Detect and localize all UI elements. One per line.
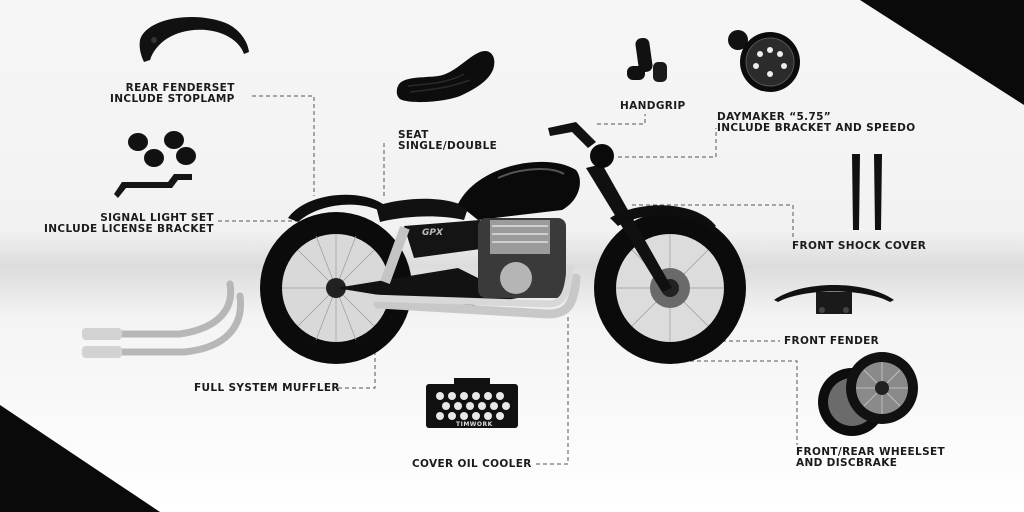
- oil-cooler-label: COVER OIL COOLER: [412, 459, 532, 470]
- daymaker-headlight-image: [728, 30, 800, 92]
- motorcycle-image: [260, 122, 746, 364]
- seat-label-line1: SEAT: [398, 129, 429, 141]
- oil-cooler-cover-image: [426, 378, 518, 428]
- tank-badge: GPX: [422, 228, 443, 238]
- signal-light-label-line1: SIGNAL LIGHT SET: [100, 212, 214, 224]
- seat-label-line2: SINGLE/DOUBLE: [398, 140, 498, 152]
- oil-cooler-label-line1: COVER OIL COOLER: [412, 458, 532, 470]
- rear-fender-image: [139, 17, 249, 63]
- full-system-muffler-image: [82, 280, 244, 358]
- wheelset-image: [818, 352, 918, 436]
- handgrip-label-line1: HANDGRIP: [620, 100, 686, 112]
- seat-label: SEAT SINGLE/DOUBLE: [398, 130, 497, 152]
- front-shock-label-line1: FRONT SHOCK COVER: [792, 240, 927, 252]
- wheelset-label-line2: AND DISCBRAKE: [796, 457, 898, 469]
- signal-light-label: SIGNAL LIGHT SET INCLUDE LICENSE BRACKET: [44, 213, 214, 235]
- front-shock-cover-image: [852, 154, 882, 230]
- signal-light-set-image: [114, 131, 196, 198]
- front-fender-label-line1: FRONT FENDER: [784, 335, 880, 347]
- muffler-label-line1: FULL SYSTEM MUFFLER: [194, 382, 340, 394]
- rear-fender-label-line1: REAR FENDERSET: [125, 82, 235, 94]
- signal-light-label-line2: INCLUDE LICENSE BRACKET: [44, 223, 214, 235]
- daymaker-label-line2: INCLUDE BRACKET AND SPEEDO: [717, 122, 916, 134]
- handgrip-label: HANDGRIP: [620, 101, 686, 112]
- rear-fender-label: REAR FENDERSET INCLUDE STOPLAMP: [110, 83, 235, 105]
- handgrip-image: [627, 37, 667, 82]
- daymaker-label-line1: DAYMAKER “5.75”: [717, 111, 832, 123]
- front-fender-image: [774, 285, 894, 314]
- seat-image: [396, 50, 495, 103]
- daymaker-label: DAYMAKER “5.75” INCLUDE BRACKET AND SPEE…: [717, 112, 915, 134]
- wheelset-label: FRONT/REAR WHEELSET AND DISCBRAKE: [796, 447, 945, 469]
- front-fender-label: FRONT FENDER: [784, 336, 879, 347]
- muffler-label: FULL SYSTEM MUFFLER: [194, 383, 340, 394]
- rear-fender-label-line2: INCLUDE STOPLAMP: [110, 93, 235, 105]
- oil-cooler-badge: TIMWORK: [456, 421, 493, 428]
- wheelset-label-line1: FRONT/REAR WHEELSET: [796, 446, 946, 458]
- front-shock-label: FRONT SHOCK COVER: [792, 241, 926, 252]
